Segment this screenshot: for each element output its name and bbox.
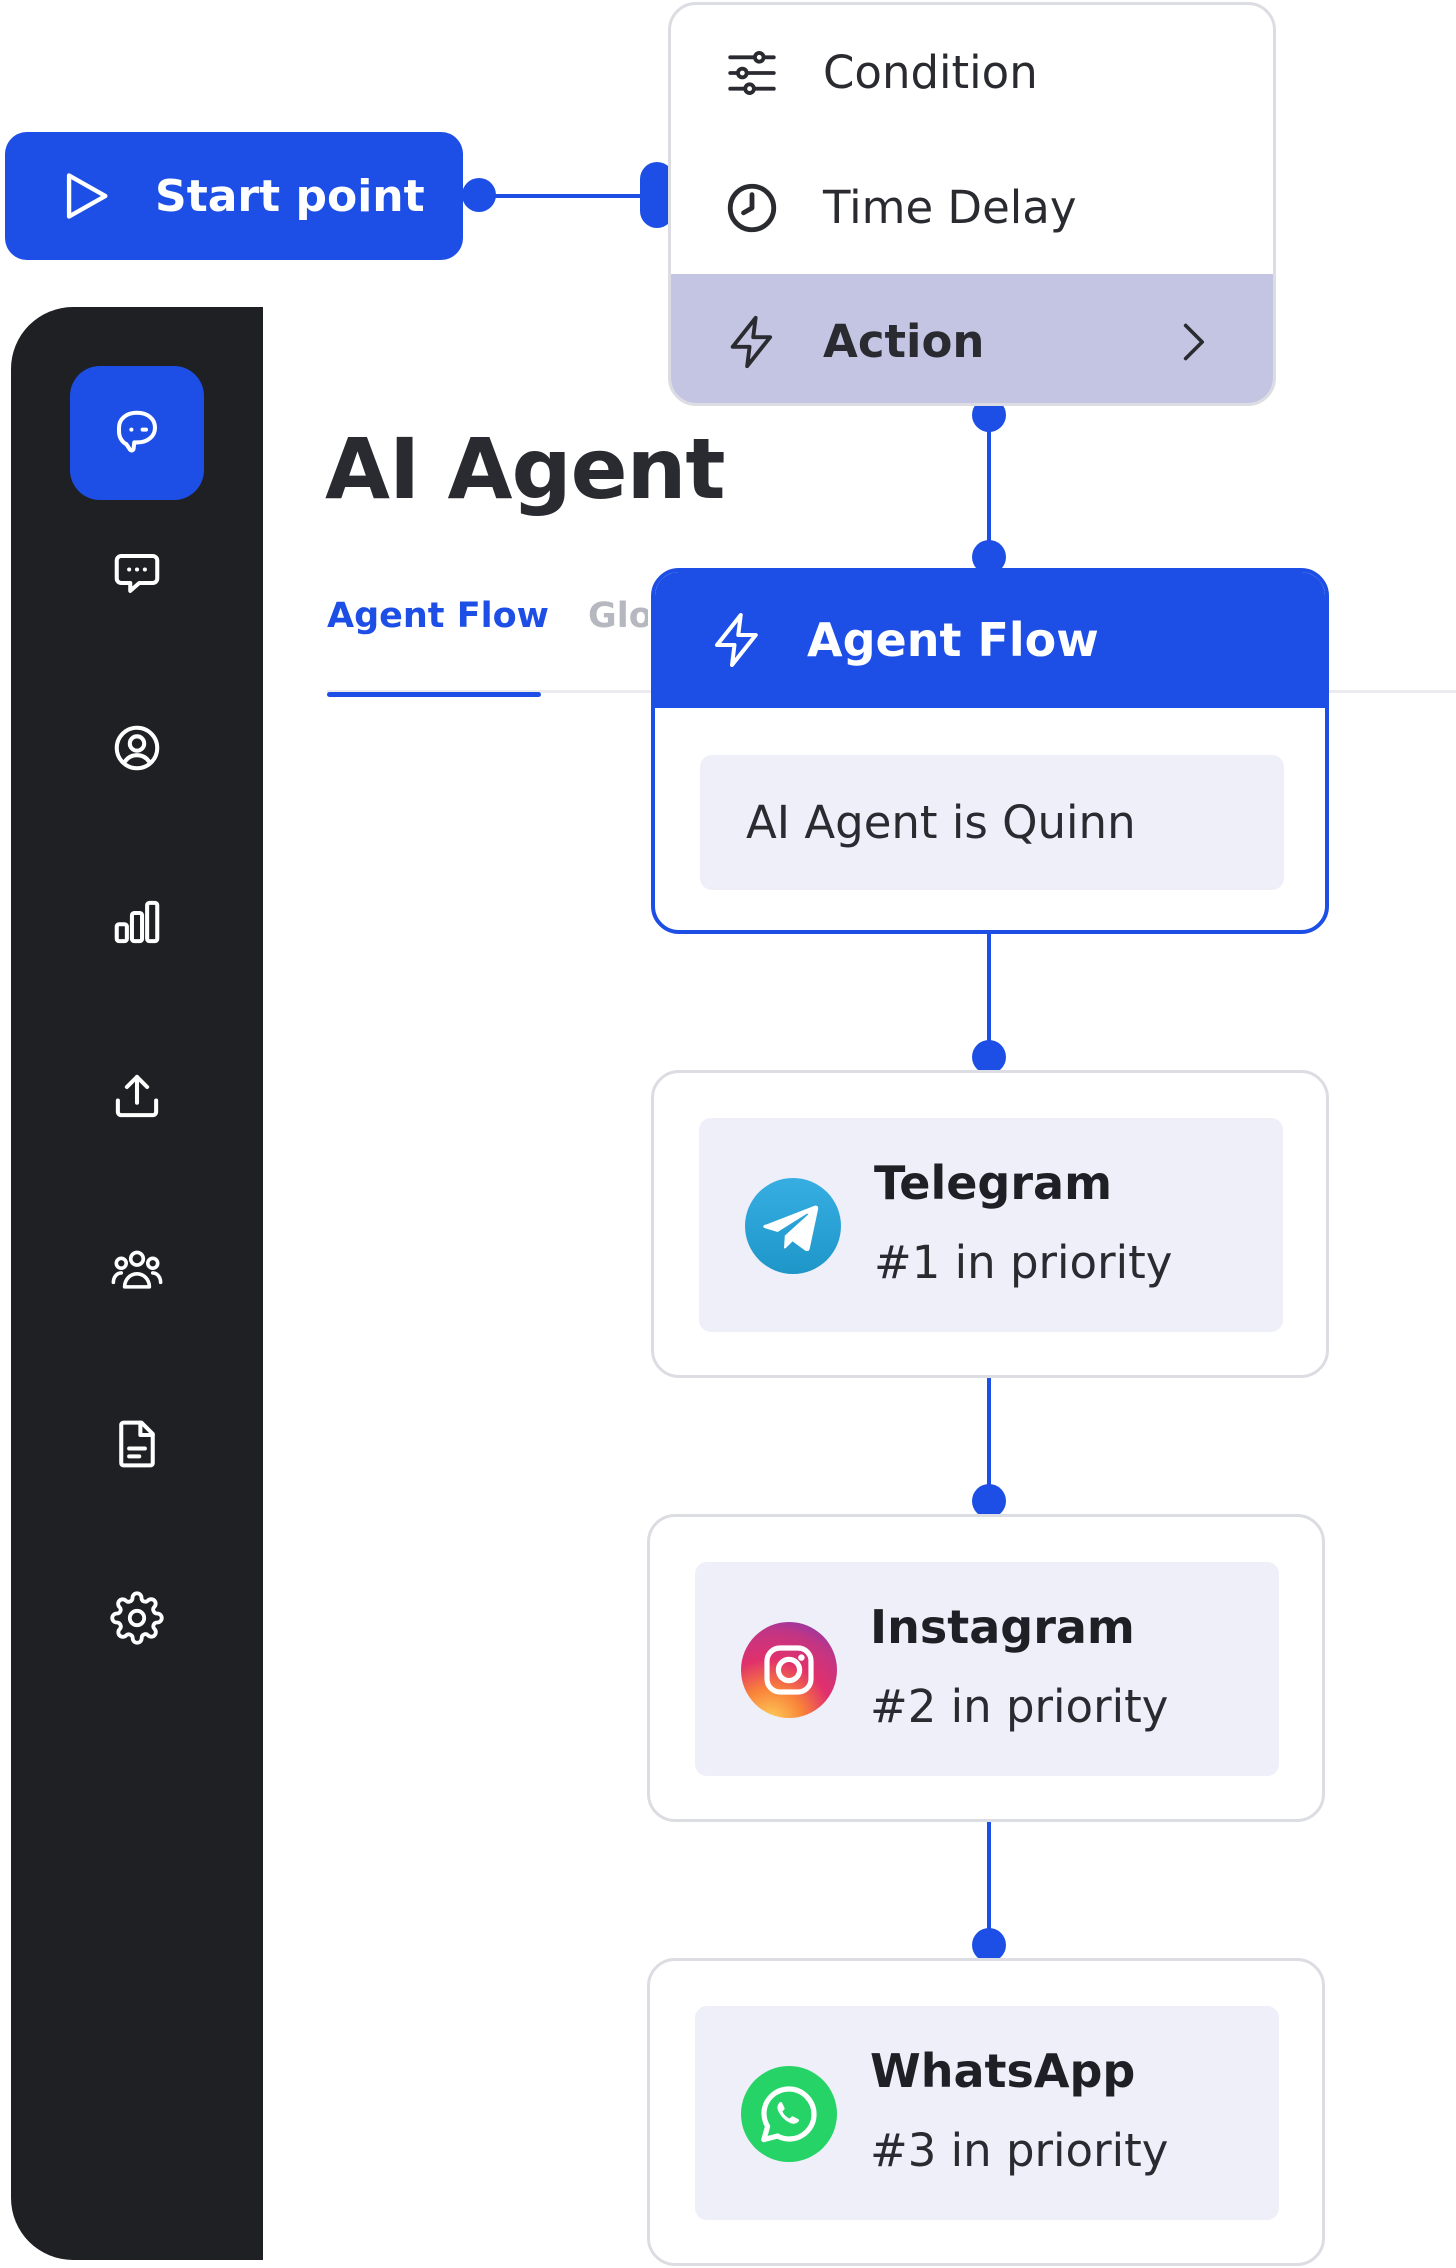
- document-icon: [119, 1420, 155, 1468]
- gear-icon: [110, 1591, 164, 1645]
- agent-flow-title: Agent Flow: [807, 613, 1099, 667]
- channel-card-whatsapp[interactable]: WhatsApp #3 in priority: [647, 1958, 1325, 2266]
- tab-global[interactable]: Glo: [588, 596, 648, 636]
- page-title: AI Agent: [325, 420, 726, 518]
- sidebar-item-profile[interactable]: [70, 681, 204, 815]
- connector-menu-flow: [987, 406, 991, 566]
- sidebar: [11, 307, 263, 2260]
- team-icon: [111, 1250, 163, 1289]
- menu-item-condition[interactable]: Condition: [671, 5, 1273, 140]
- connector-dot[interactable]: [972, 1484, 1006, 1518]
- connector-telegram-instagram: [987, 1378, 991, 1518]
- agent-name-text: AI Agent is Quinn: [746, 796, 1136, 849]
- whatsapp-icon: [741, 2066, 837, 2162]
- sliders-icon: [728, 50, 776, 95]
- sidebar-item-settings[interactable]: [70, 1551, 204, 1685]
- sidebar-item-upload[interactable]: [70, 1029, 204, 1163]
- sidebar-item-team[interactable]: [70, 1203, 204, 1337]
- channel-card-telegram[interactable]: Telegram #1 in priority: [651, 1070, 1329, 1378]
- menu-item-action[interactable]: Action: [671, 274, 1273, 403]
- connector-instagram-whatsapp: [987, 1822, 991, 1962]
- channel-card-body: Telegram #1 in priority: [699, 1118, 1283, 1332]
- user-circle-icon: [114, 725, 160, 771]
- sidebar-item-documents[interactable]: [70, 1377, 204, 1511]
- channel-card-body: WhatsApp #3 in priority: [695, 2006, 1279, 2220]
- agent-flow-node[interactable]: Agent Flow AI Agent is Quinn: [651, 568, 1329, 934]
- channel-card-instagram[interactable]: Instagram #2 in priority: [647, 1514, 1325, 1822]
- node-type-menu: Condition Time Delay Action: [668, 2, 1276, 406]
- sidebar-item-ai-agent[interactable]: [70, 366, 204, 500]
- connector-start-menu: [480, 194, 660, 198]
- menu-item-time-delay[interactable]: Time Delay: [671, 140, 1273, 275]
- bolt-icon: [715, 613, 758, 667]
- clock-icon: [727, 183, 777, 232]
- play-icon: [66, 173, 108, 219]
- chat-bubble-icon: [114, 553, 160, 593]
- telegram-icon: [745, 1178, 841, 1274]
- channel-name: Telegram: [874, 1156, 1113, 1210]
- agent-flow-header: Agent Flow: [655, 572, 1325, 708]
- connector-flow-telegram: [987, 934, 991, 1074]
- connector-dot[interactable]: [462, 178, 496, 212]
- channel-card-body: Instagram #2 in priority: [695, 1562, 1279, 1776]
- channel-name: WhatsApp: [870, 2044, 1136, 2098]
- channel-priority: #1 in priority: [874, 1236, 1173, 1289]
- bar-chart-icon: [114, 900, 160, 944]
- tab-active-indicator: [327, 692, 541, 697]
- sidebar-item-analytics[interactable]: [70, 855, 204, 989]
- start-point-label: Start point: [155, 170, 425, 222]
- chevron-right-icon: [1183, 323, 1204, 360]
- channel-name: Instagram: [870, 1600, 1135, 1654]
- channel-priority: #3 in priority: [870, 2124, 1169, 2177]
- sidebar-item-chat[interactable]: [70, 507, 204, 641]
- agent-flow-body: AI Agent is Quinn: [700, 755, 1284, 890]
- menu-item-label: Action: [823, 315, 985, 368]
- chatbot-icon: [116, 410, 158, 453]
- upload-icon: [115, 1074, 159, 1118]
- bolt-icon: [730, 315, 773, 368]
- channel-priority: #2 in priority: [870, 1680, 1169, 1733]
- menu-item-label: Condition: [823, 46, 1038, 99]
- instagram-icon: [741, 1622, 837, 1718]
- menu-item-label: Time Delay: [823, 181, 1077, 234]
- connector-dot[interactable]: [972, 1040, 1006, 1074]
- start-point-node[interactable]: Start point: [5, 132, 463, 260]
- connector-dot[interactable]: [972, 1928, 1006, 1962]
- tab-agent-flow[interactable]: Agent Flow: [327, 596, 549, 636]
